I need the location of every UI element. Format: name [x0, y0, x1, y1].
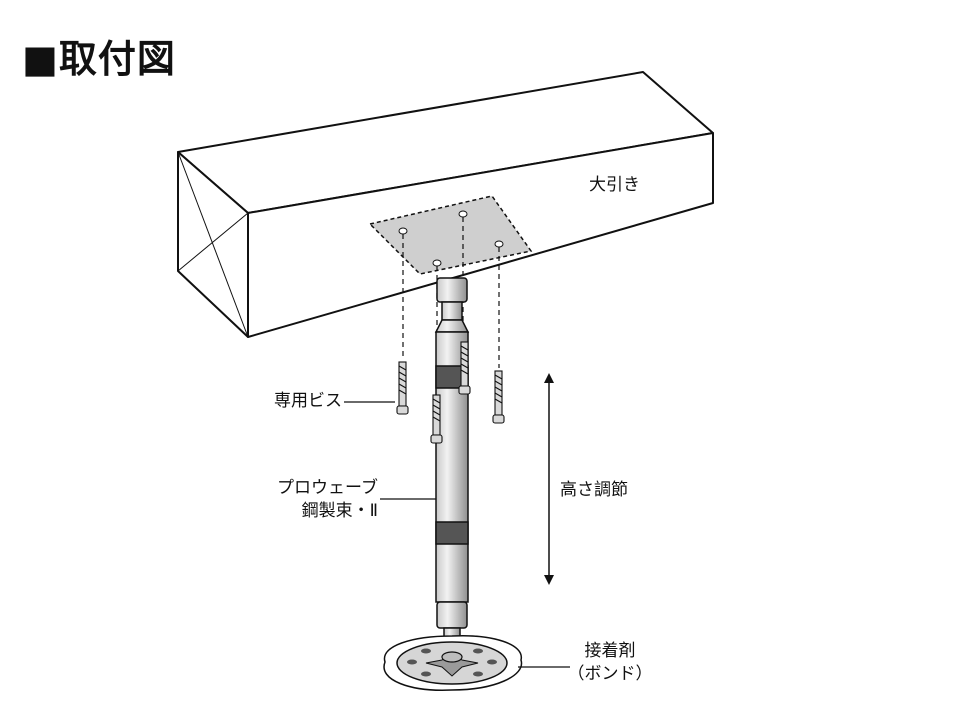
steel-post — [434, 277, 470, 653]
screws — [396, 341, 505, 444]
screw — [458, 341, 471, 395]
screw — [396, 361, 409, 415]
base-assembly — [383, 635, 523, 691]
plate-hole — [494, 240, 504, 248]
post-lower-nut — [436, 601, 468, 629]
screw — [492, 370, 505, 424]
post-grip-lower — [435, 521, 469, 545]
base-hole — [421, 648, 431, 654]
plate-hole — [432, 259, 442, 267]
plate-hole — [398, 227, 408, 235]
base-hole — [487, 659, 497, 665]
base-hole — [407, 659, 417, 665]
height-adjust-label: 高さ調節 — [560, 480, 628, 500]
adhesive-label-line2: （ボンド） — [567, 664, 653, 684]
post-neck — [441, 301, 463, 321]
base-hole — [473, 648, 483, 654]
post-top-nut — [436, 277, 468, 303]
beam-end-cross-1 — [177, 151, 249, 338]
base-star — [425, 651, 479, 677]
beam-end-cross-2 — [177, 212, 249, 272]
base-hole — [473, 671, 483, 677]
product-label-line1: プロウェーブ — [277, 478, 378, 498]
product-label-line2: 鋼製束・Ⅱ — [301, 501, 378, 521]
leader-lines — [344, 401, 570, 668]
base-hole — [421, 671, 431, 677]
screw — [430, 394, 443, 444]
page-title: ■取付図 — [22, 37, 176, 81]
beam-label: 大引き — [589, 175, 640, 195]
adhesive-label-line1: 接着剤 — [584, 641, 636, 661]
screw-label: 専用ビス — [274, 391, 342, 411]
base-hub — [441, 651, 463, 663]
plate-hole — [458, 210, 468, 218]
top-plate — [368, 195, 533, 275]
post-upper-taper — [434, 319, 470, 333]
